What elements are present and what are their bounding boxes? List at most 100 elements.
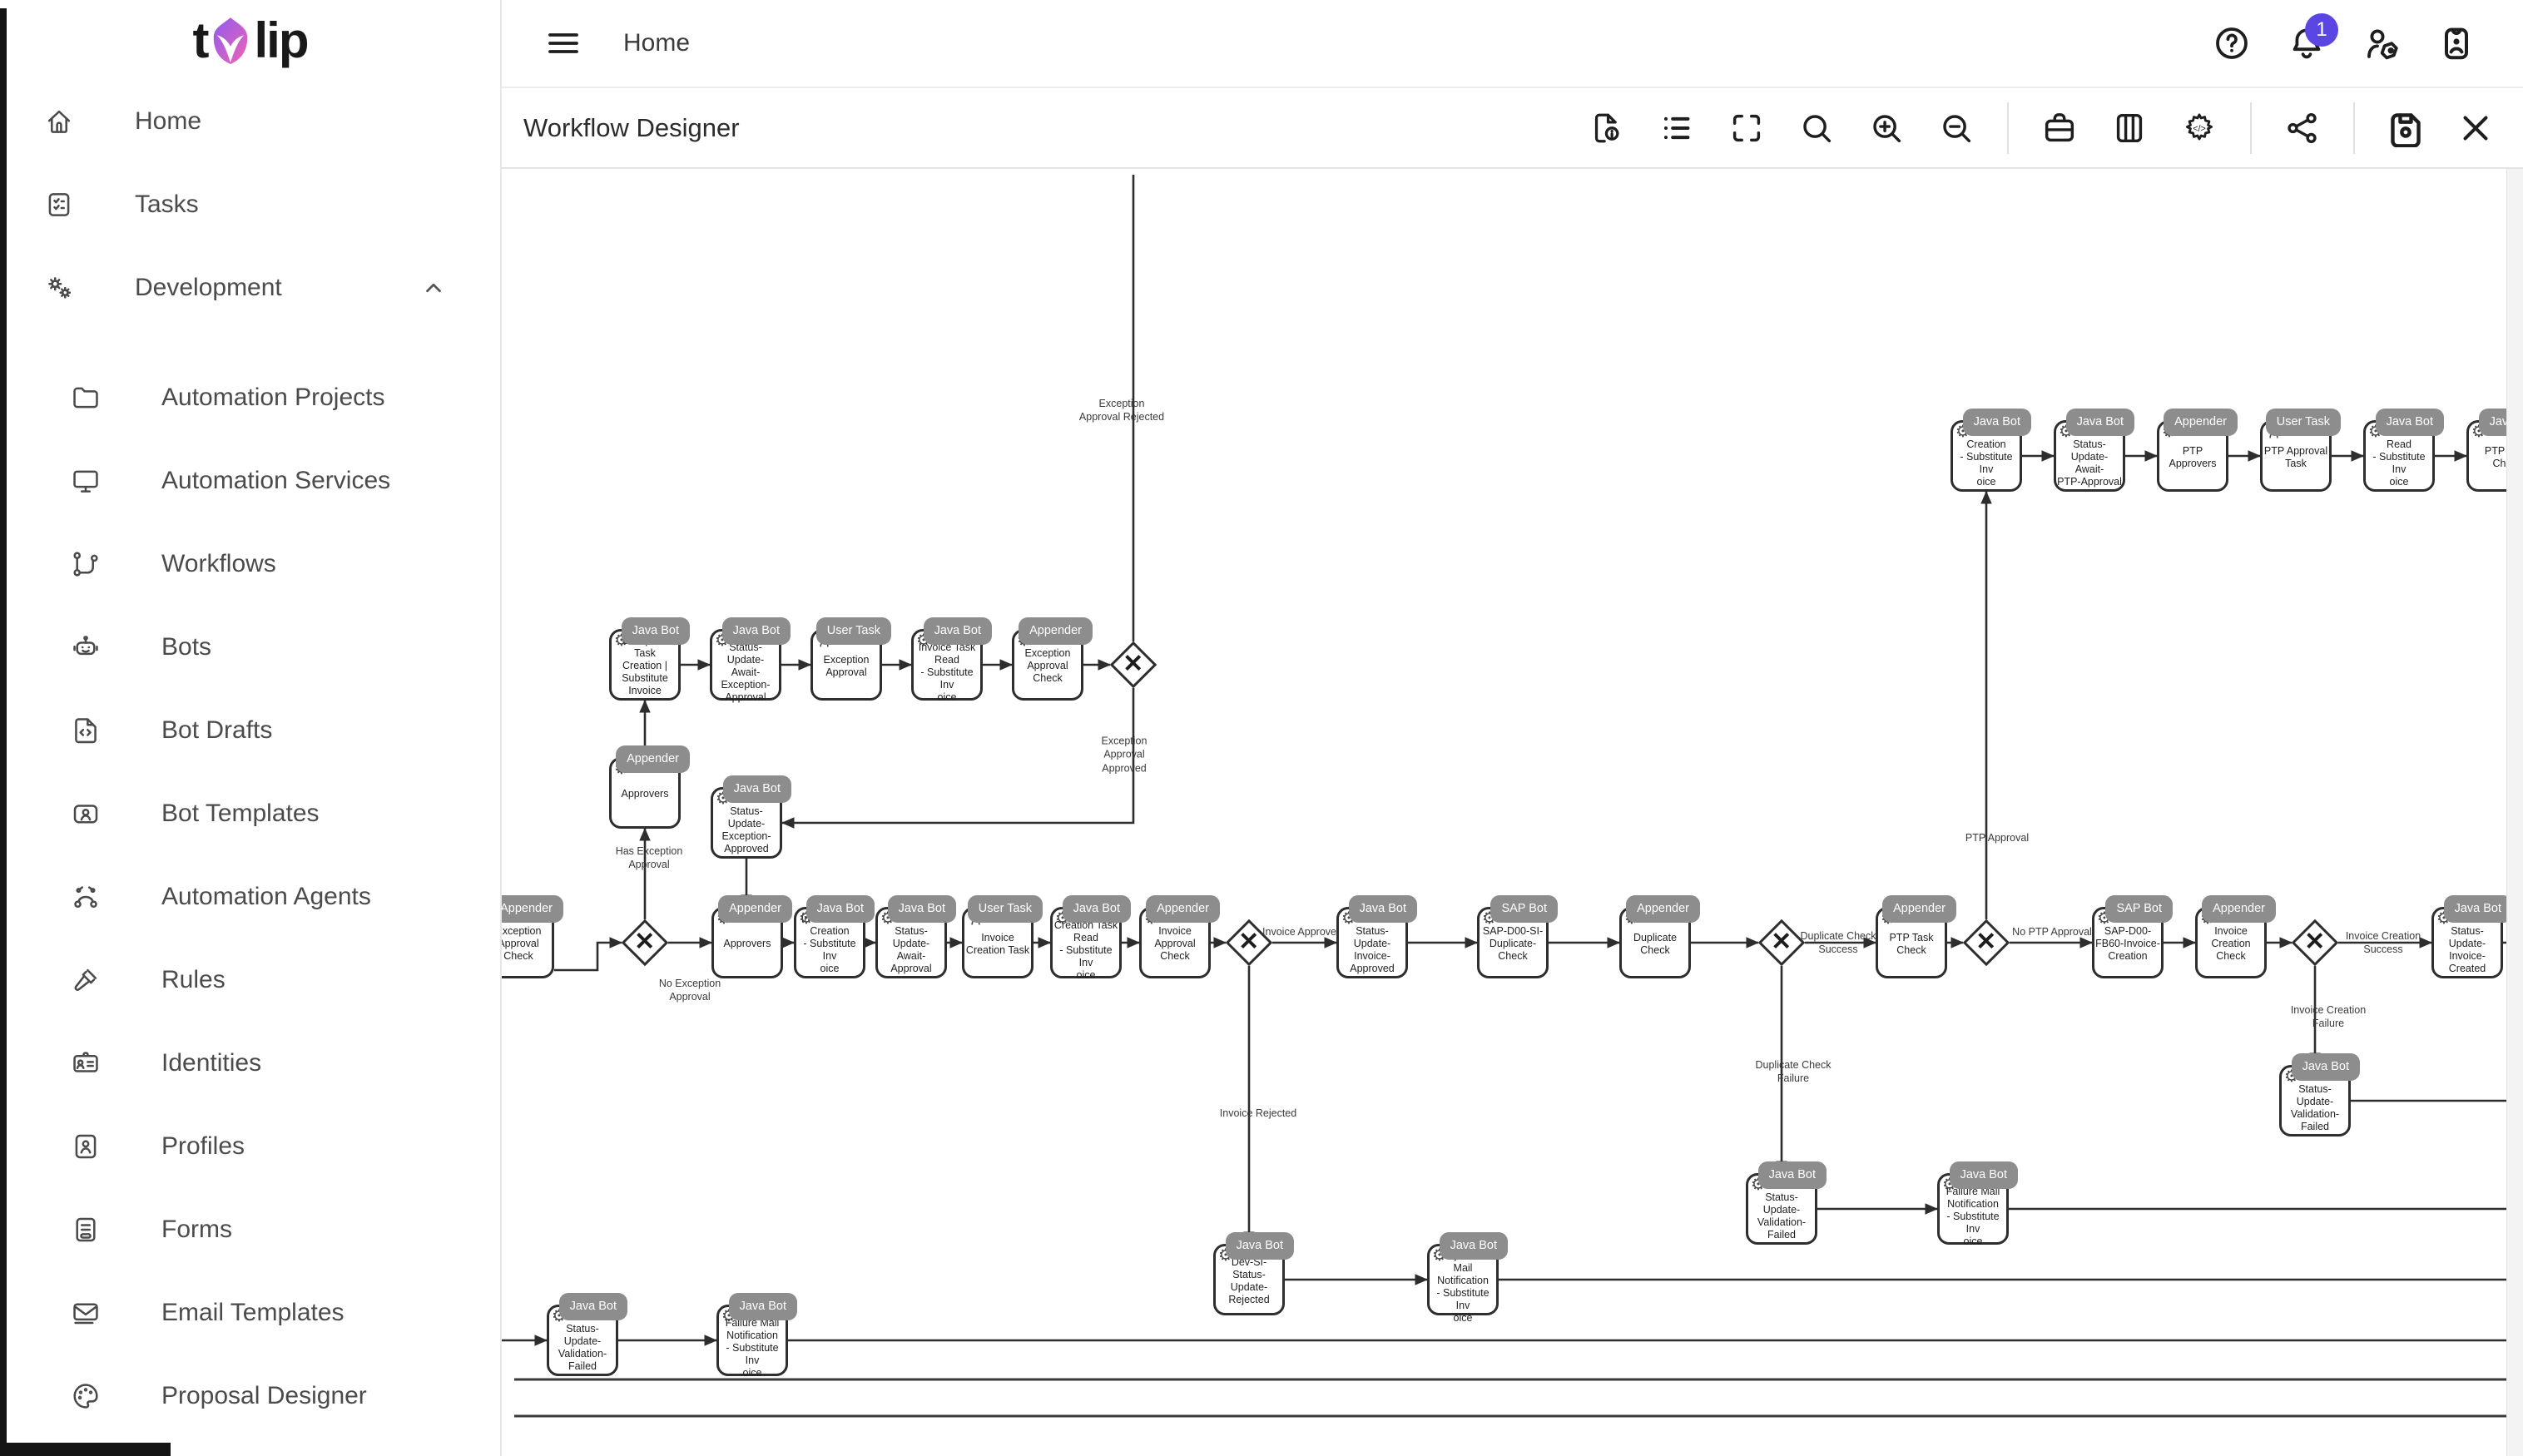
sidebar-item-identities[interactable]: Identities: [0, 1022, 500, 1105]
workflow-node-dev-si-status[interactable]: Java Bot⚙Dev-SI-Status- Update- Rejected: [1213, 1232, 1294, 1315]
zoom-in-icon[interactable]: [1867, 109, 1906, 147]
palette-icon: [70, 1380, 102, 1412]
node-type-badge: Java Bot: [805, 895, 875, 923]
help-icon[interactable]: [2212, 23, 2252, 63]
workflow-node-dev-si-status[interactable]: Java Bot⚙Dev-SI-Status- Update- Validati…: [2279, 1053, 2360, 1137]
sidebar-item-label: Bots: [161, 633, 212, 661]
sidebar-item-automation-agents[interactable]: Automation Agents: [0, 855, 500, 938]
workflow-node-ptp-task[interactable]: Appender⚙PTP Task Check: [1876, 895, 1956, 978]
workflow-node-duplicate[interactable]: Appender⚙Duplicate Check: [1619, 895, 1700, 978]
gavel-icon: [70, 964, 102, 996]
sidebar-item-label: Automation Agents: [161, 883, 371, 910]
notifications-bell-icon[interactable]: 1: [2287, 13, 2338, 63]
sidebar-item-bot-templates[interactable]: Bot Templates: [0, 772, 500, 855]
save-icon[interactable]: [2387, 109, 2425, 147]
file-info-icon[interactable]: [1588, 109, 1626, 147]
workflow-node-ptp-ap[interactable]: Java Bot⚙PTP Ap Che: [2466, 409, 2506, 492]
sidebar-item-proposal-designer[interactable]: Proposal Designer: [0, 1354, 500, 1438]
workflow-node-dev-si-status[interactable]: Java Bot⚙Dev-SI-Status- Update- Invoice-…: [2431, 895, 2506, 978]
workflow-node-validation[interactable]: Java Bot⚙Validation Failure Mail Notific…: [1937, 1161, 2018, 1247]
profile-badge-icon[interactable]: [2436, 23, 2476, 63]
workflow-node-approvers[interactable]: Appender⚙Approvers: [609, 745, 690, 829]
node-type-badge: Java Bot: [923, 617, 992, 645]
node-type-badge: Java Bot: [1949, 1161, 2018, 1189]
workflow-node-exception[interactable]: Java Bot⚙Exception Invoice Task Read - S…: [911, 617, 992, 703]
fullscreen-icon[interactable]: [1727, 109, 1766, 147]
node-type-badge: Appender: [1882, 895, 1956, 923]
briefcase-icon[interactable]: [2040, 109, 2079, 147]
workflow-node-sap-d00-si[interactable]: SAP Bot⚙SAP-D00-SI- Duplicate- Check: [1477, 895, 1558, 978]
sidebar-item-rules[interactable]: Rules: [0, 938, 500, 1022]
workflow-node-invoice[interactable]: Appender⚙Invoice Approval Check: [1139, 895, 1220, 978]
workflow-node-dev-si-status[interactable]: Java Bot⚙Dev-SI-Status- Update-Await- Ex…: [710, 617, 791, 703]
node-type-badge: Java Bot: [2375, 409, 2444, 436]
workflow-node-dev-si-status[interactable]: Java Bot⚙Dev-SI-Status- Update- Validati…: [547, 1293, 627, 1376]
workflow-node-exception[interactable]: Appender⚙Exception Approval Check: [1012, 617, 1093, 701]
edge-label: Exception Approval Approved: [1101, 735, 1147, 775]
workflow-node-exception-task[interactable]: Java Bot⚙Exception Task Creation | Subst…: [609, 617, 690, 701]
sidebar-item-bots[interactable]: Bots: [0, 606, 500, 689]
workflow-canvas[interactable]: Java Bot⚙PTP Task Creation - Substitute …: [502, 169, 2506, 1456]
screen-edge-artifact-left: [0, 8, 7, 1456]
workflow-node-invoice[interactable]: Java Bot⚙Invoice Creation Task Read - Su…: [1050, 895, 1131, 981]
edge-label: Invoice Creation Success: [2345, 929, 2421, 955]
envelope-icon: [70, 1297, 102, 1329]
sidebar-item-tasks[interactable]: Tasks: [0, 163, 500, 246]
sidebar-item-email-templates[interactable]: Email Templates: [0, 1271, 500, 1354]
gear-code-icon[interactable]: </>: [2180, 109, 2218, 147]
workflow-node-dev-si-status[interactable]: Java Bot⚙Dev-SI-Status- Update-Await- PT…: [2054, 409, 2134, 492]
node-type-badge: Appender: [1626, 895, 1700, 923]
workflow-node-dev-si-status[interactable]: Java Bot⚙Dev-SI-Status- Update- Exceptio…: [711, 775, 791, 859]
node-label: Invoice Creation Check: [2211, 925, 2251, 962]
user-tag-icon[interactable]: [2362, 23, 2402, 63]
toolbar-divider: [2250, 102, 2252, 154]
workflow-node-sap-d00[interactable]: SAP Bot⚙SAP-D00- FB60-Invoice- Creation: [2092, 895, 2173, 978]
workflow-node-invoice-task[interactable]: Java Bot⚙Invoice Task Creation - Substit…: [794, 895, 875, 978]
workflow-node-ptp-task[interactable]: Java Bot⚙PTP Task Creation - Substitute …: [1950, 409, 2031, 492]
sidebar-item-profiles[interactable]: Profiles: [0, 1105, 500, 1188]
file-code-icon: [70, 715, 102, 746]
workflow-node-invoice[interactable]: Java Bot⚙Invoice Rejection Mail Notifica…: [1427, 1232, 1508, 1324]
tasks-icon: [43, 189, 75, 220]
node-label: Invoice Creation Task: [965, 931, 1030, 956]
workflow-node-validation[interactable]: Java Bot⚙Validation Failure Mail Notific…: [716, 1293, 797, 1379]
workflow-node-dev-si-status[interactable]: Java Bot⚙Dev-SI-Status- Update- Invoice-…: [1336, 895, 1417, 978]
sidebar-item-automation-services[interactable]: Automation Services: [0, 439, 500, 522]
workflow-node-ptp-task-read[interactable]: Java Bot⚙PTP Task Read - Substitute Inv …: [2363, 409, 2444, 492]
close-icon[interactable]: [2456, 109, 2495, 147]
list-icon[interactable]: [1658, 109, 1696, 147]
workflow-node-ptp-approvers[interactable]: Appender⚙PTP Approvers: [2157, 409, 2238, 492]
chevron-up-icon[interactable]: [419, 273, 449, 303]
workflow-node-invoice[interactable]: Appender⚙Invoice Creation Check: [2195, 895, 2276, 978]
search-icon[interactable]: [1797, 109, 1836, 147]
gateway-x-icon: ✕: [634, 928, 656, 956]
folder-icon: [70, 382, 102, 414]
node-type-badge: Java Bot: [1348, 895, 1417, 923]
zoom-out-icon[interactable]: [1937, 109, 1975, 147]
sidebar-item-label: Automation Services: [161, 467, 391, 494]
sidebar-item-label: Bot Drafts: [161, 716, 273, 744]
workflow-node-dev-si-status[interactable]: Java Bot⚙Dev-SI-Status- Update-Await- Ap…: [875, 895, 956, 978]
hamburger-menu-icon[interactable]: [543, 23, 583, 63]
sidebar-item-development[interactable]: Development: [0, 246, 500, 329]
share-icon[interactable]: [2283, 109, 2322, 147]
sidebar-item-workflows[interactable]: Workflows: [0, 522, 500, 606]
sidebar-item-bot-drafts[interactable]: Bot Drafts: [0, 689, 500, 772]
tulip-logo: t lip: [0, 15, 500, 67]
workflow-node-exception[interactable]: Appender⚙Exception Approval Check: [502, 895, 563, 978]
sidebar-item-home[interactable]: Home: [0, 80, 500, 163]
node-label: Duplicate Check: [1633, 931, 1678, 956]
sidebar-item-forms[interactable]: Forms: [0, 1188, 500, 1271]
book-icon[interactable]: [2110, 109, 2149, 147]
sidebar-item-label: Forms: [161, 1216, 232, 1243]
workflow-node-approvers[interactable]: Appender⚙Approvers: [711, 895, 792, 978]
node-type-badge: User Task: [815, 617, 891, 645]
sidebar-item-automation-projects[interactable]: Automation Projects: [0, 356, 500, 439]
notification-count-badge: 1: [2305, 13, 2338, 47]
canvas-scrollbar[interactable]: [2506, 169, 2523, 1456]
workflow-node-dev-si-status[interactable]: Java Bot⚙Dev-SI-Status- Update- Validati…: [1746, 1161, 1827, 1245]
tulip-flower-icon: [214, 17, 248, 64]
